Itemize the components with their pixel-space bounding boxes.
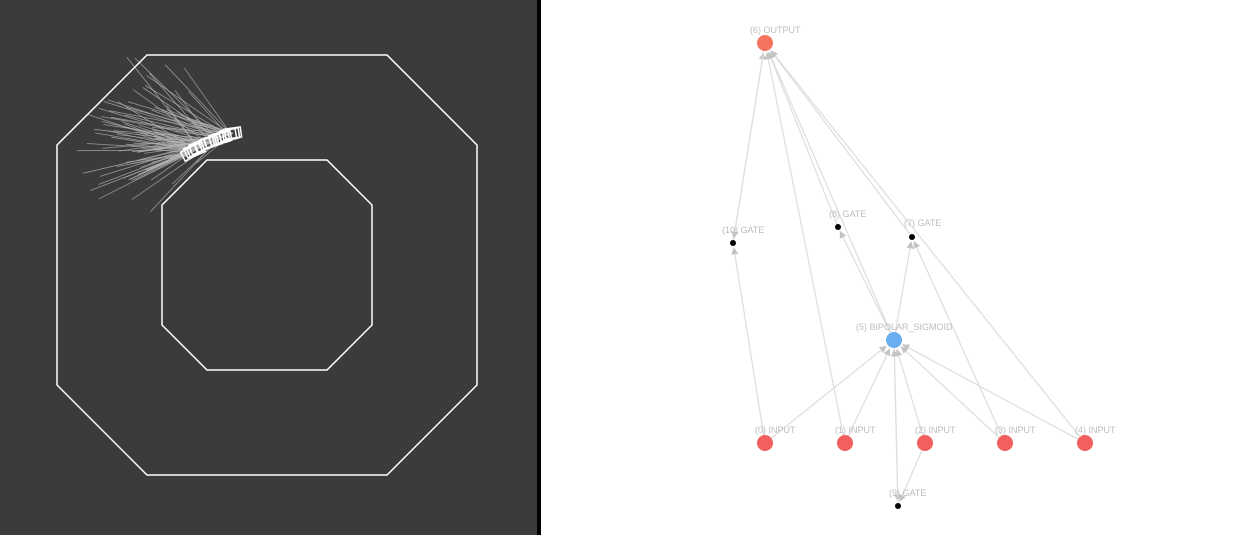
sensor-ray [188,91,229,136]
simulation-canvas [56,54,478,476]
sensor-ray [134,57,219,140]
node-6[interactable]: (6) OUTPUT [750,25,801,51]
network-graph-panel: (6) OUTPUT (10) GATE (8) GATE (7) GATE (5) B… [541,0,1240,535]
edge-5-to-6 [768,51,892,333]
sensor-ray [124,114,222,139]
sensor-ray [103,124,214,142]
node-10-label: (10) GATE [722,225,764,235]
sensor-ray [164,64,232,135]
node-4-label: (4) INPUT [1075,425,1116,435]
sensor-ray [155,133,232,151]
edge-1-to-5 [847,348,891,437]
sensor-ray [146,75,232,135]
edge-3-to-5 [900,346,1000,439]
nodes: (6) OUTPUT (10) GATE (8) GATE (7) GATE (5) B… [722,25,1116,509]
sensor-ray [94,132,197,151]
sensor-ray [175,130,222,139]
node-7[interactable]: (7) GATE [904,218,941,240]
sensor-ray [98,108,211,143]
sensor-ray [137,141,211,161]
edge-3-to-7 [913,240,1003,436]
agent-car [199,133,221,151]
inner-track-boundary [161,159,373,371]
sensor-ray [98,152,191,200]
node-5-label: (5) BIPOLAR_SIGMOID [856,322,953,332]
node-3-circle [997,435,1013,451]
network-graph: (6) OUTPUT (10) GATE (8) GATE (7) GATE (5) B… [722,25,1116,509]
sensor-ray [101,116,222,139]
sensor-ray [122,137,222,179]
simulation-panel [0,0,537,535]
sensor-ray [135,133,194,151]
agent-car [211,130,231,146]
edge-7-to-6 [770,50,911,235]
node-7-circle [909,234,915,240]
node-8[interactable]: (8) GATE [829,209,866,230]
sensor-ray [196,132,234,164]
node-1[interactable]: (1) INPUT [835,425,876,451]
node-10[interactable]: (10) GATE [722,225,764,246]
node-0[interactable]: (0) INPUT [755,425,796,451]
node-6-label: (6) OUTPUT [750,25,801,35]
node-1-circle [837,435,853,451]
node-1-label: (1) INPUT [835,425,876,435]
edge-2-to-5 [895,348,924,436]
node-9-label: (9) GATE [889,488,926,498]
node-2-circle [917,435,933,451]
agents [179,126,243,163]
node-4-circle [1077,435,1093,451]
outer-track-boundary [56,54,478,476]
edge-2-to-9 [899,450,923,503]
node-2-label: (2) INPUT [915,425,956,435]
node-0-label: (0) INPUT [755,425,796,435]
sensor-ray [99,141,211,177]
sensor-ray [109,110,232,135]
node-0-circle [757,435,773,451]
node-7-label: (7) GATE [904,218,941,228]
edge-4-to-6 [770,50,1081,438]
node-6-circle [757,35,773,51]
node-8-circle [835,224,841,230]
sensor-ray [183,67,232,135]
edge-9-to-5 [890,349,899,504]
sensor-ray [103,101,222,139]
sensor-ray [166,109,232,135]
sensor-rays [76,57,234,212]
edge-5-to-7 [894,241,914,333]
edge-8-to-6 [767,51,838,225]
node-3[interactable]: (3) INPUT [995,425,1036,451]
sensor-ray [113,130,219,140]
edge-5-to-8 [839,230,891,334]
node-5[interactable]: (5) BIPOLAR_SIGMOID [856,322,953,348]
edges [731,50,1081,504]
edge-6-to-10 [731,50,765,239]
edge-0-to-10 [731,247,765,436]
node-10-circle [730,240,736,246]
edge-1-to-6 [764,52,844,436]
node-5-circle [886,332,902,348]
node-2[interactable]: (2) INPUT [915,425,956,451]
node-4[interactable]: (4) INPUT [1075,425,1116,451]
edge-0-to-5 [770,345,887,439]
panel-divider [537,0,541,535]
node-8-label: (8) GATE [829,209,866,219]
agent-car [221,126,241,142]
sensor-ray [76,149,197,152]
node-9-circle [895,503,901,509]
node-3-label: (3) INPUT [995,425,1036,435]
edge-4-to-5 [902,344,1079,440]
node-9[interactable]: (9) GATE [889,488,926,509]
